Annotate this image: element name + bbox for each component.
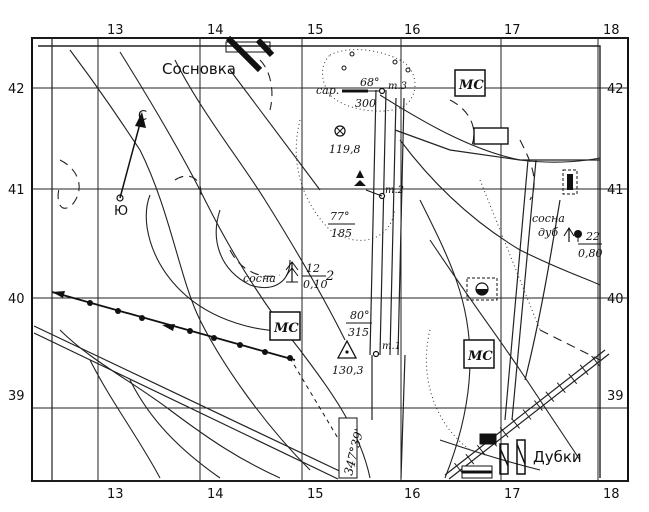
grid-y-42-right: 42 (607, 82, 624, 97)
grid-y-40-left: 40 (8, 292, 25, 307)
label-sar: сар. (316, 84, 339, 97)
small-circles (341, 51, 411, 73)
grid-x-16-top: 16 (404, 23, 421, 38)
grid-labels-top: 13 14 15 16 17 18 (107, 23, 620, 38)
place-sosnovka: Сосновка (162, 60, 236, 78)
label-tree2-top: 22 (585, 230, 600, 243)
grid-x-17-top: 17 (504, 23, 521, 38)
label-t2: т.2 (385, 185, 404, 196)
km-grid (32, 37, 628, 482)
compass-line (116, 112, 146, 202)
dashed-box-symbol (466, 277, 498, 301)
label-az80: 80° (350, 309, 370, 322)
label-az68: 68° (360, 76, 380, 89)
label-dub: дуб (538, 226, 558, 239)
ms-north-label: МС (458, 78, 484, 93)
label-az77: 77° (330, 210, 350, 223)
ms-center-label: МС (273, 321, 299, 336)
dubki-settlement (461, 433, 526, 479)
height-marker-119 (334, 125, 346, 137)
main-road (369, 89, 406, 479)
tree-symbol-left (285, 261, 299, 283)
label-sosna-right: сосна (532, 212, 565, 225)
label-tree2-bottom: 0,80 (578, 247, 603, 260)
railroad (444, 349, 610, 480)
grid-x-13-top: 13 (107, 23, 124, 38)
grid-x-13-bottom: 13 (107, 487, 124, 502)
label-dist315: 315 (348, 326, 369, 339)
dotted-outlines (295, 49, 541, 451)
tree-symbol-right (563, 227, 582, 242)
ms-marker-south: МС (463, 339, 495, 369)
east-road (394, 129, 600, 161)
grid-y-39-right: 39 (607, 389, 624, 404)
label-tree-count: 2 (325, 269, 334, 284)
point-t1 (372, 350, 380, 358)
route-line (51, 291, 349, 456)
sheet-edge (51, 38, 628, 482)
dashed-box-tower (562, 169, 578, 195)
sheet-inner-frame (38, 45, 601, 478)
place-dubki: Дубки (533, 448, 582, 466)
ms-marker-center: МС (269, 311, 301, 341)
label-t1: т.1 (382, 341, 401, 352)
point-t2 (354, 170, 386, 200)
sosnovka-settlement (225, 35, 275, 73)
grid-labels-bottom: 13 14 15 16 17 18 (107, 487, 620, 502)
ms-marker-north: МС (454, 69, 486, 97)
label-height-130: 130,3 (332, 364, 364, 377)
ms-south-label: МС (467, 349, 493, 364)
label-tree-top: 12 (306, 262, 320, 275)
point-t3 (342, 87, 386, 95)
grid-x-16-bottom: 16 (404, 487, 421, 502)
grid-x-15-bottom: 15 (307, 487, 324, 502)
label-sosna-left: сосна (243, 272, 276, 285)
grid-x-14-top: 14 (207, 23, 224, 38)
grid-y-41-right: 41 (607, 183, 624, 198)
grid-y-41-left: 41 (8, 183, 25, 198)
building (473, 127, 509, 145)
grid-y-42-left: 42 (8, 82, 25, 97)
label-t3: т.3 (388, 81, 407, 92)
sw-road (33, 325, 351, 480)
grid-labels-left: 42 41 40 39 (8, 82, 25, 404)
trig-point-130 (336, 339, 358, 359)
label-height-119: 119,8 (329, 143, 361, 156)
label-tree-bottom: 0,10 (303, 278, 328, 291)
grid-x-18-bottom: 18 (603, 487, 620, 502)
grid-y-39-left: 39 (8, 389, 25, 404)
dashed-contours (57, 59, 601, 361)
grid-x-15-top: 15 (307, 23, 324, 38)
contour-lines (59, 49, 601, 479)
compass-north-label: С (138, 109, 147, 124)
grid-y-40-right: 40 (607, 292, 624, 307)
bearing-box: 347°39' (338, 417, 366, 479)
grid-x-17-bottom: 17 (504, 487, 521, 502)
right-roads (504, 159, 561, 421)
compass-south-label: Ю (114, 204, 128, 219)
label-dist300: 300 (355, 97, 376, 110)
grid-x-14-bottom: 14 (207, 487, 224, 502)
grid-x-18-top: 18 (603, 23, 620, 38)
grid-labels-right: 42 41 40 39 (607, 82, 624, 404)
label-dist185: 185 (331, 227, 352, 240)
